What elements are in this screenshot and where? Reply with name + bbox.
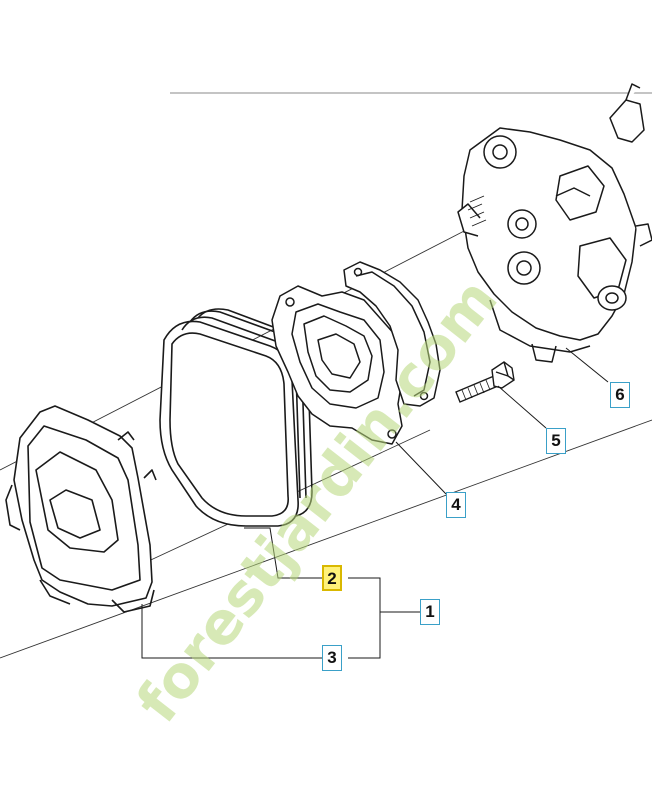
callout-4[interactable]: 4: [446, 492, 466, 518]
callout-3[interactable]: 3: [322, 645, 342, 671]
callout-5[interactable]: 5: [546, 428, 566, 454]
leader-6: [565, 347, 609, 383]
bolt: [455, 361, 515, 403]
intake-adapter: [271, 261, 441, 445]
leader-lines: [141, 347, 609, 659]
leader-5: [497, 385, 547, 429]
callout-2[interactable]: 2: [322, 565, 342, 591]
leader-bracket-1: [348, 577, 381, 659]
air-filter-housing: [5, 405, 157, 613]
leader-2: [244, 527, 322, 579]
leader-4: [395, 441, 447, 495]
callout-6[interactable]: 6: [610, 382, 630, 408]
callout-1[interactable]: 1: [420, 599, 440, 625]
carburetor: [457, 83, 652, 363]
leader-3: [141, 604, 322, 659]
